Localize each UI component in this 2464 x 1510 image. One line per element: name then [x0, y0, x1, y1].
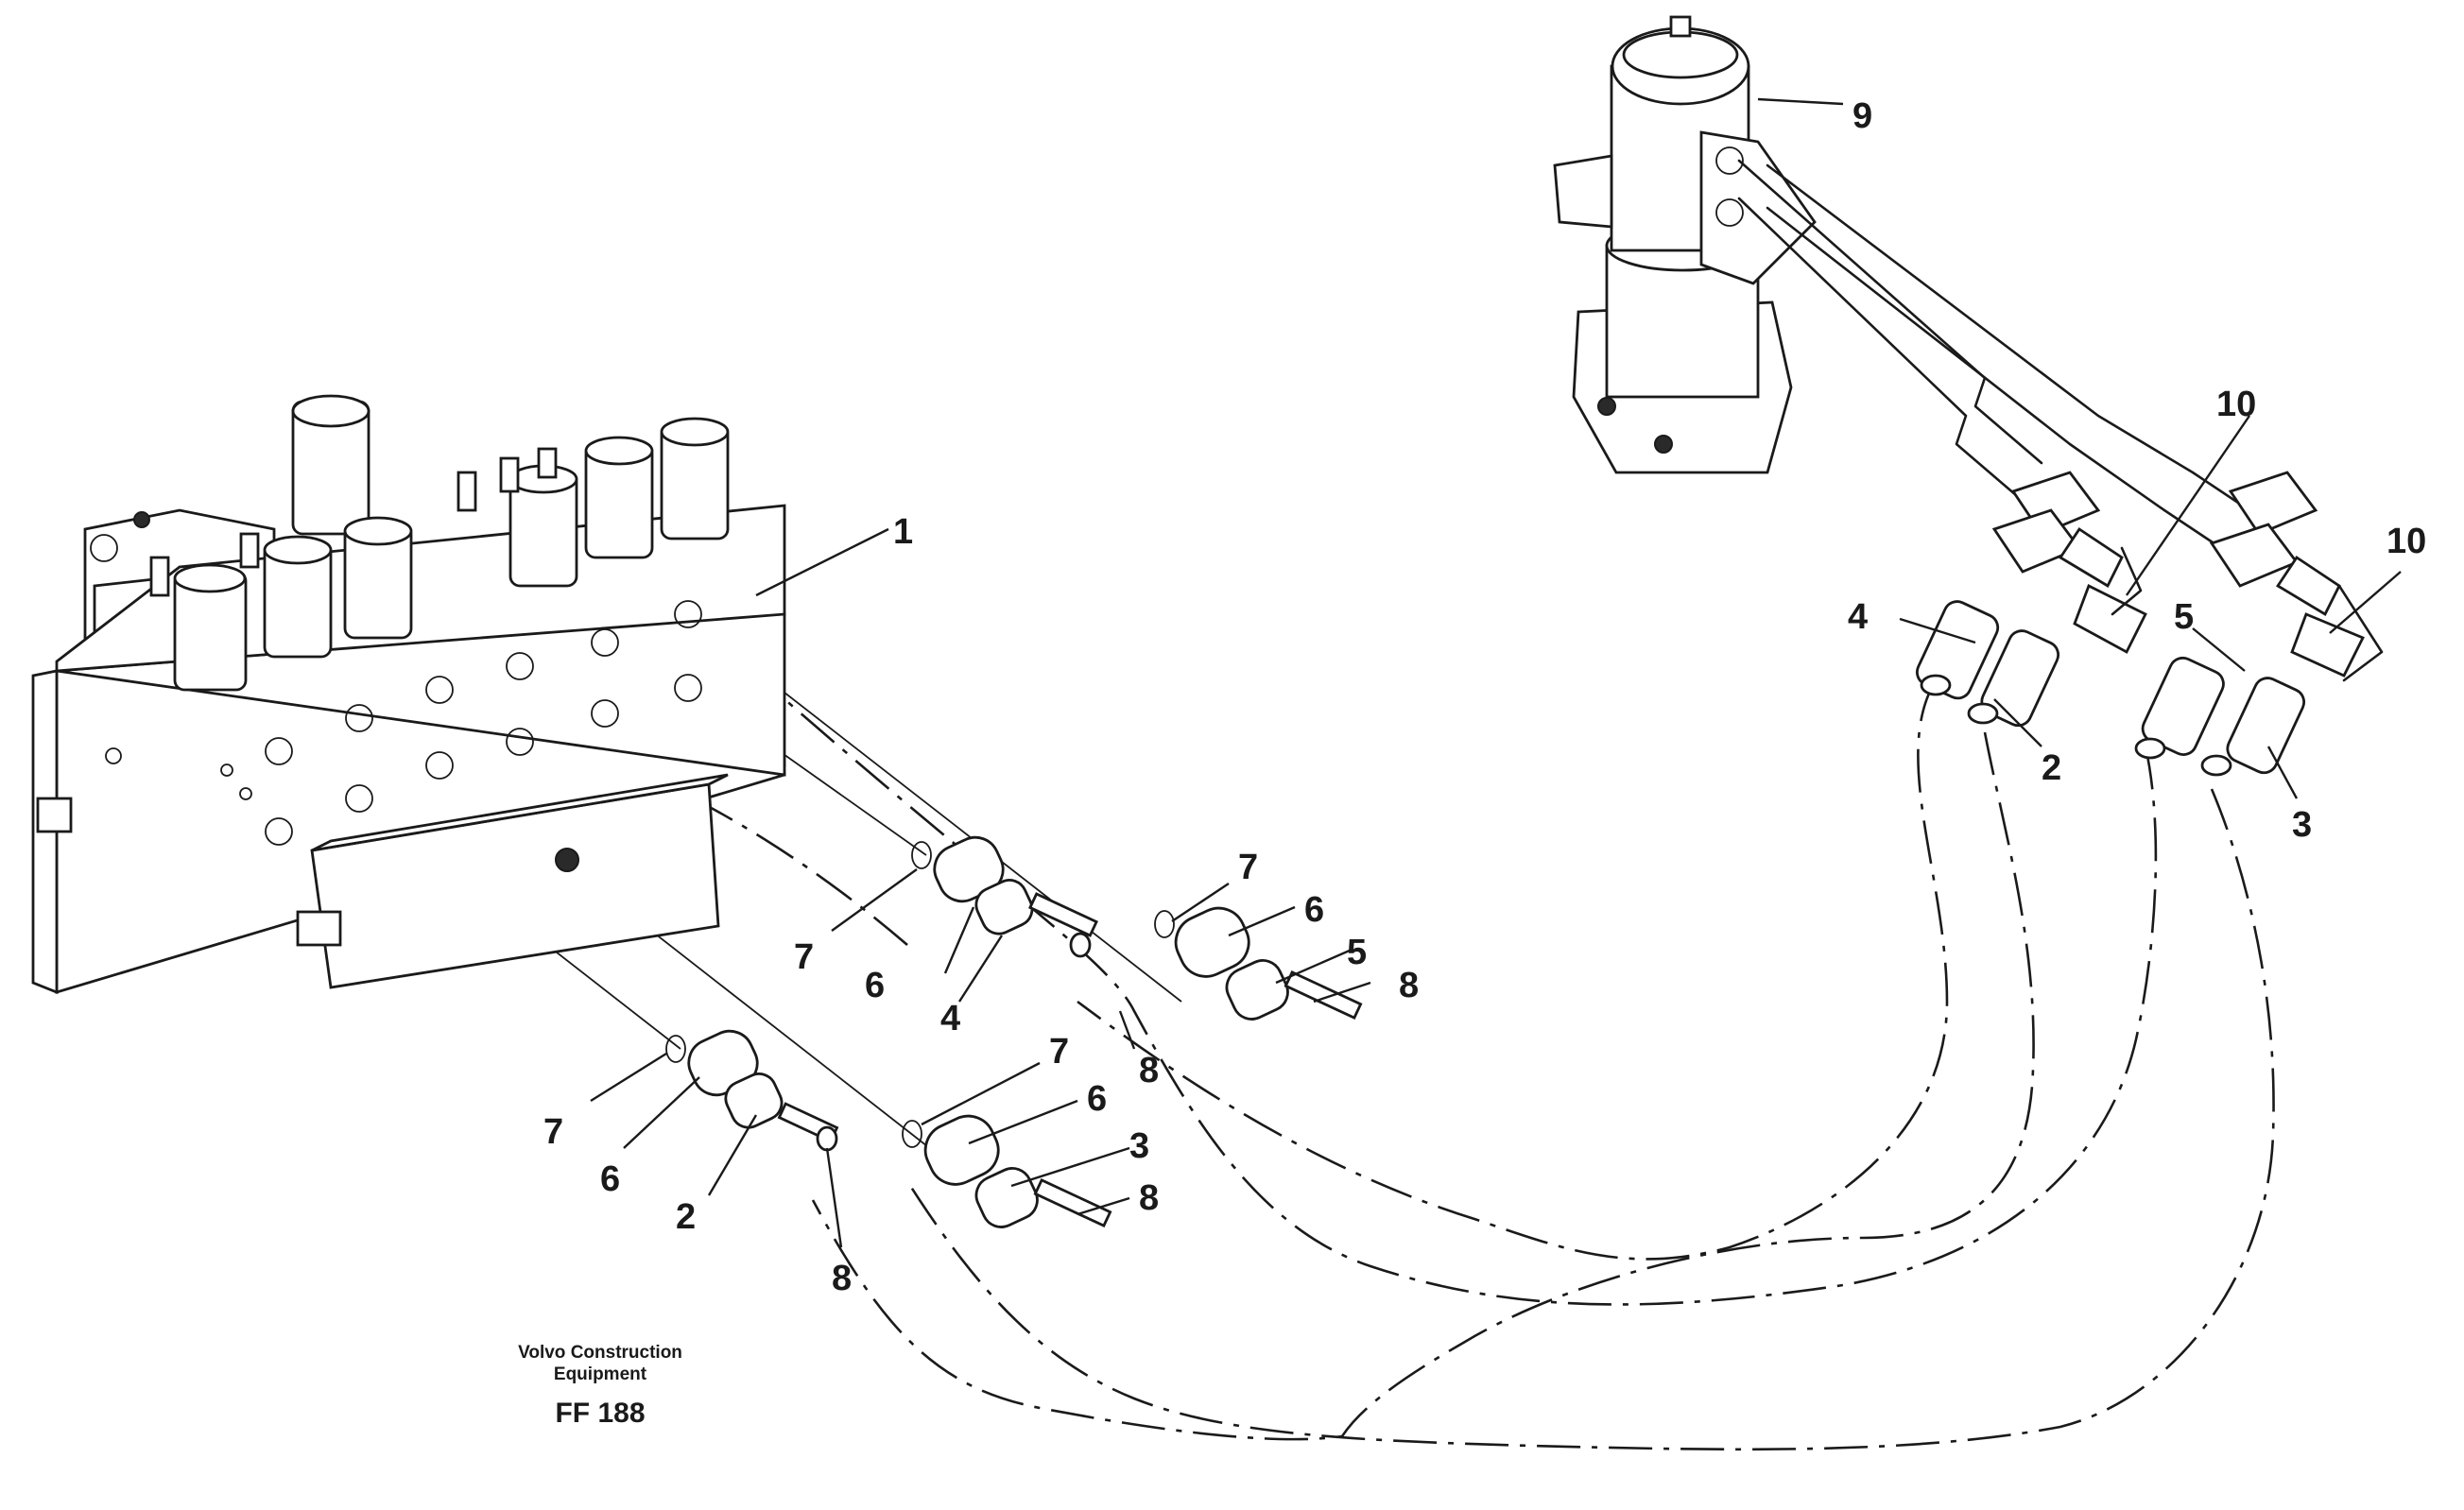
callout-7-c: 7 — [543, 1112, 563, 1152]
figure-code: FF 188 — [555, 1398, 645, 1429]
callout-3-d: 3 — [1129, 1126, 1149, 1166]
callout-6-a: 6 — [865, 966, 885, 1005]
hose-route-2 — [811, 731, 2035, 1441]
hose-route-5 — [698, 623, 2158, 1306]
solenoid-coils — [173, 394, 730, 692]
callout-2-c: 2 — [676, 1197, 696, 1237]
caption-block: Volvo Construction Equipment FF 188 — [518, 1343, 682, 1429]
callout-7-b: 7 — [1238, 848, 1258, 887]
callout-4-right: 4 — [1848, 597, 1868, 637]
callout-5-right: 5 — [2174, 597, 2194, 637]
callout-7-d: 7 — [1049, 1032, 1069, 1072]
callout-8-a: 8 — [1139, 1051, 1159, 1090]
callout-4-a: 4 — [940, 999, 960, 1038]
top-fittings — [133, 447, 558, 597]
swivel-joint — [1553, 15, 1817, 474]
callout-6-c: 6 — [600, 1159, 620, 1199]
control-valve-block — [31, 394, 786, 995]
valve-ports — [90, 534, 702, 846]
callout-7-a: 7 — [794, 937, 814, 977]
callout-6-b: 6 — [1304, 890, 1324, 930]
swivel-lines — [1737, 159, 2251, 550]
callout-8-c: 8 — [832, 1259, 852, 1298]
side-fitting-lower — [296, 910, 342, 947]
callout-9: 9 — [1852, 96, 1872, 136]
callout-1: 1 — [893, 512, 913, 552]
callout-10-right: 10 — [2386, 522, 2426, 561]
end-fittings — [1915, 471, 2384, 777]
caption-company: Volvo Construction — [518, 1343, 682, 1363]
hose-route-3 — [905, 788, 2275, 1451]
side-fitting-left — [36, 797, 73, 833]
callout-5-b: 5 — [1347, 933, 1367, 972]
caption-company-line2: Equipment — [554, 1364, 647, 1384]
callout-3-right: 3 — [2292, 805, 2312, 845]
callout-labels: 1 9 10 10 4 2 5 3 7 6 4 8 7 6 5 8 7 6 2 … — [543, 96, 2426, 1298]
coupling-assembly-upper-left — [911, 835, 1098, 958]
hose-route-4 — [1077, 679, 1949, 1261]
coupling-assembly-upper-right — [1154, 906, 1363, 1021]
leader-lines — [590, 97, 2402, 1248]
callout-8-d: 8 — [1139, 1178, 1159, 1218]
coupling-assembly-lower-left — [665, 1029, 839, 1152]
callout-2-right: 2 — [2042, 748, 2061, 788]
callout-10-left: 10 — [2216, 385, 2256, 424]
callout-6-d: 6 — [1087, 1079, 1107, 1119]
callout-8-b: 8 — [1399, 966, 1419, 1005]
